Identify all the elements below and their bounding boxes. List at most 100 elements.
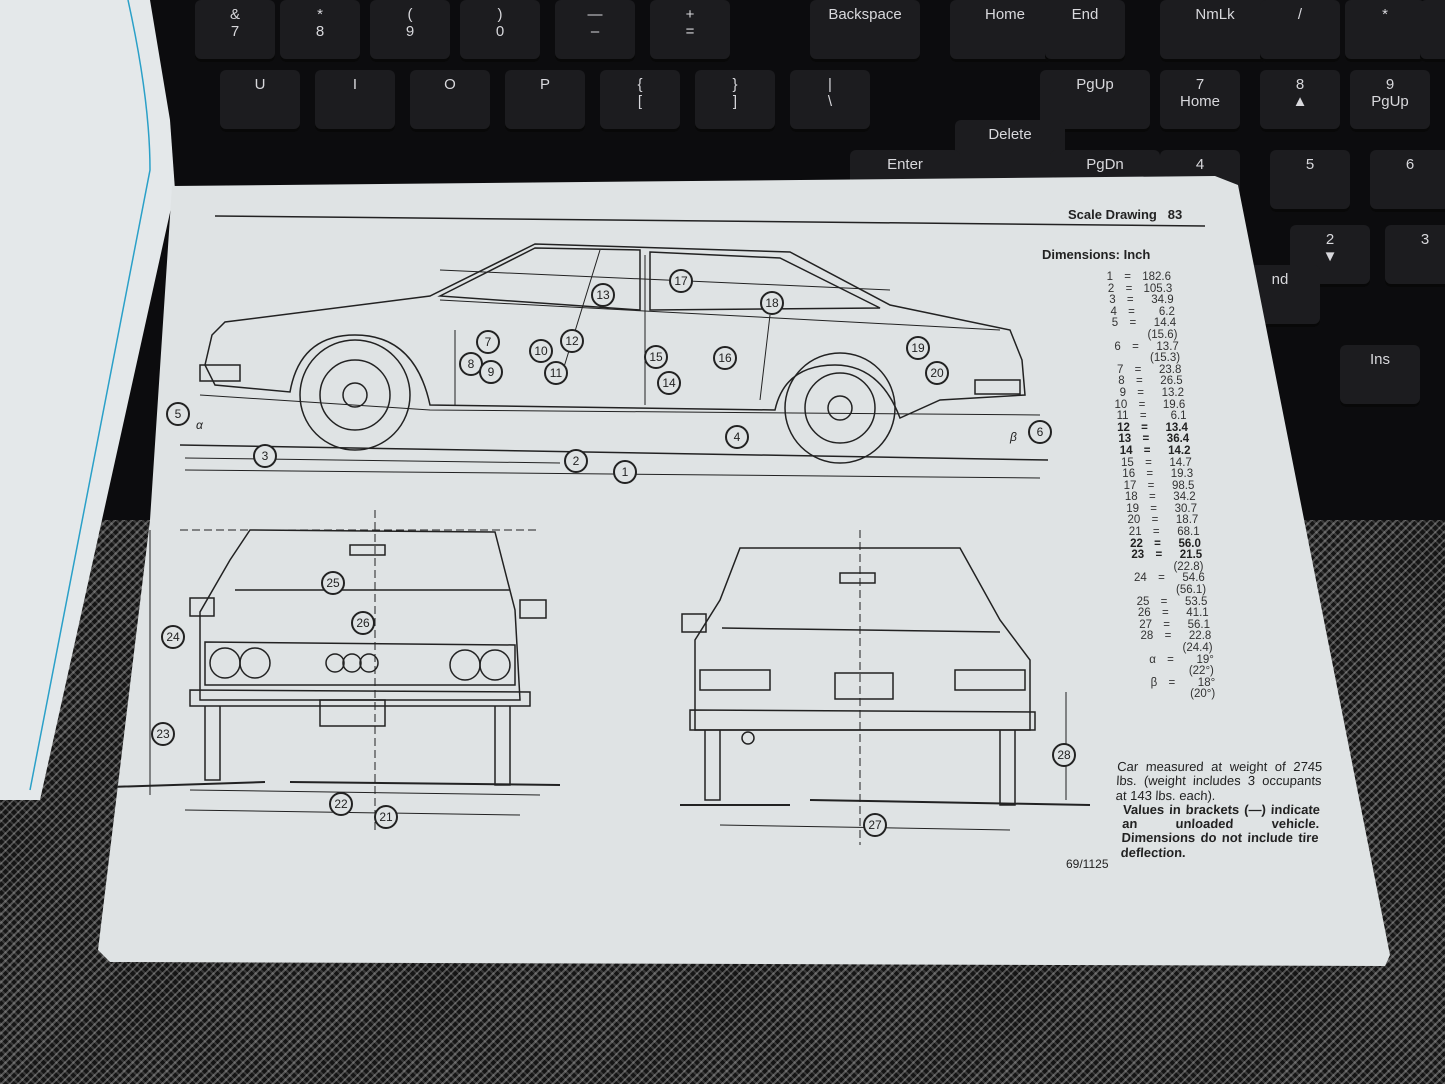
dimension-value: 22.8 bbox=[1188, 630, 1212, 643]
equals-sign: = bbox=[1134, 363, 1142, 376]
equals-sign: = bbox=[1150, 502, 1157, 515]
dimension-value: 6.1 bbox=[1170, 410, 1187, 423]
dimension-row: 9=13.2 bbox=[1098, 386, 1215, 400]
dimension-value: 41.1 bbox=[1186, 607, 1209, 620]
equals-sign bbox=[1148, 585, 1166, 597]
equals-sign: = bbox=[1155, 549, 1163, 562]
keyboard-key: P bbox=[505, 70, 585, 132]
dimension-number: 25 bbox=[1136, 595, 1150, 608]
key-label: nd bbox=[1271, 271, 1289, 288]
dimension-callout: 27 bbox=[863, 813, 887, 837]
dimension-value: 182.6 bbox=[1142, 271, 1171, 283]
dimension-callout: 11 bbox=[544, 361, 568, 385]
key-label: U bbox=[254, 76, 266, 93]
dimension-number: 16 bbox=[1122, 468, 1136, 481]
dimension-row: 17=98.5 bbox=[1108, 479, 1215, 493]
dimension-value: 18.7 bbox=[1175, 514, 1199, 527]
dimension-row: (56.1) bbox=[1120, 584, 1215, 597]
key-sublabel: Home bbox=[1179, 93, 1220, 110]
dimension-row: 11=6.1 bbox=[1101, 411, 1216, 423]
dimension-callout: 9 bbox=[479, 360, 503, 384]
key-sublabel: [ bbox=[637, 93, 643, 110]
dimension-row: 13=36.4 bbox=[1103, 434, 1215, 446]
dimension-row: 20=18.7 bbox=[1112, 515, 1215, 527]
key-label: 8 bbox=[1295, 76, 1305, 93]
keyboard-key: 5 bbox=[1270, 150, 1350, 212]
dimension-number: 11 bbox=[1116, 410, 1129, 423]
dimension-number: 4 bbox=[1110, 305, 1117, 318]
keyboard-key: U bbox=[220, 70, 300, 132]
key-label: PgDn bbox=[1086, 156, 1124, 173]
angle-alpha-label: α bbox=[196, 418, 203, 432]
equals-sign: = bbox=[1168, 676, 1176, 689]
dimension-callout: 28 bbox=[1052, 743, 1076, 767]
dimension-value: 30.7 bbox=[1174, 502, 1197, 515]
keyboard-key: —– bbox=[555, 0, 635, 62]
equals-sign: = bbox=[1152, 526, 1160, 539]
equals-sign: = bbox=[1128, 305, 1135, 318]
dimension-row: 5=14.4 bbox=[1090, 318, 1215, 330]
dimension-callout: 23 bbox=[151, 722, 175, 746]
dimension-value: 36.4 bbox=[1166, 433, 1190, 446]
equals-sign: = bbox=[1125, 282, 1133, 295]
keyboard-key: {[ bbox=[600, 70, 680, 132]
key-label: Delete bbox=[988, 126, 1032, 143]
equals-sign: = bbox=[1145, 456, 1152, 469]
dimension-number bbox=[1094, 353, 1122, 365]
keyboard-key: 6 bbox=[1370, 150, 1445, 212]
key-label: * bbox=[317, 6, 323, 23]
dimension-row: 12=13.4 bbox=[1102, 421, 1215, 435]
dimension-value: 14.2 bbox=[1168, 444, 1191, 457]
key-sublabel: 8 bbox=[315, 23, 325, 40]
keyboard-key: * bbox=[1345, 0, 1425, 62]
dimension-row: α=19° (22°) bbox=[1128, 653, 1215, 678]
dimension-callout: 25 bbox=[321, 571, 345, 595]
dimension-callout: 19 bbox=[906, 336, 930, 360]
keyboard-key: }] bbox=[695, 70, 775, 132]
dimension-value: 13.2 bbox=[1161, 386, 1184, 399]
dimension-number: β bbox=[1150, 676, 1158, 689]
dimension-number: 10 bbox=[1114, 398, 1128, 411]
dimension-row: (15.6) bbox=[1092, 329, 1216, 342]
dimension-row: 18=34.2 bbox=[1110, 492, 1216, 504]
key-label: Ins bbox=[1369, 351, 1390, 368]
key-label: Home bbox=[984, 6, 1025, 23]
dimension-row: 26=41.1 bbox=[1123, 608, 1216, 620]
dimension-row: 2=105.3 bbox=[1086, 282, 1215, 296]
keyboard-key: += bbox=[650, 0, 730, 62]
dimension-value: 56.0 bbox=[1178, 537, 1201, 550]
equals-sign: = bbox=[1141, 421, 1148, 434]
key-label: } bbox=[732, 76, 738, 93]
equals-sign: = bbox=[1167, 653, 1174, 666]
dimension-number: 17 bbox=[1123, 479, 1137, 492]
key-label: 4 bbox=[1195, 156, 1205, 173]
keyboard-key: Home bbox=[950, 0, 1060, 62]
dimension-callout: 6 bbox=[1028, 420, 1052, 444]
equals-sign: = bbox=[1154, 537, 1161, 550]
dimension-number: 15 bbox=[1121, 456, 1134, 469]
dimension-number bbox=[1092, 330, 1120, 342]
dimension-callout: 10 bbox=[529, 339, 553, 363]
dimension-callout: 13 bbox=[591, 283, 615, 307]
key-label: { bbox=[637, 76, 643, 93]
key-label: 7 bbox=[1195, 76, 1205, 93]
dimension-callout: 1 bbox=[613, 460, 637, 484]
dimension-number: 26 bbox=[1137, 607, 1151, 620]
equals-sign: = bbox=[1143, 444, 1151, 457]
dimension-row: 25=53.5 bbox=[1121, 595, 1215, 609]
dimension-callout: 20 bbox=[925, 361, 949, 385]
equals-sign: = bbox=[1148, 491, 1156, 504]
dimension-callout: 3 bbox=[253, 444, 277, 468]
angle-beta-label: β bbox=[1010, 430, 1017, 444]
key-sublabel: 7 bbox=[230, 23, 240, 40]
dimension-callout: 4 bbox=[725, 425, 749, 449]
dimension-value: 14.4 bbox=[1153, 317, 1177, 330]
dimension-row: 22=56.0 bbox=[1115, 537, 1215, 551]
key-sublabel: \ bbox=[827, 93, 833, 110]
dimension-number: 13 bbox=[1118, 433, 1132, 446]
dimension-value: 53.5 bbox=[1185, 595, 1208, 608]
equals-sign bbox=[1155, 643, 1173, 655]
dimension-value: 18° (20°) bbox=[1190, 676, 1216, 701]
dimension-value: 19° (22°) bbox=[1188, 653, 1214, 678]
dimension-number: 27 bbox=[1139, 618, 1152, 631]
